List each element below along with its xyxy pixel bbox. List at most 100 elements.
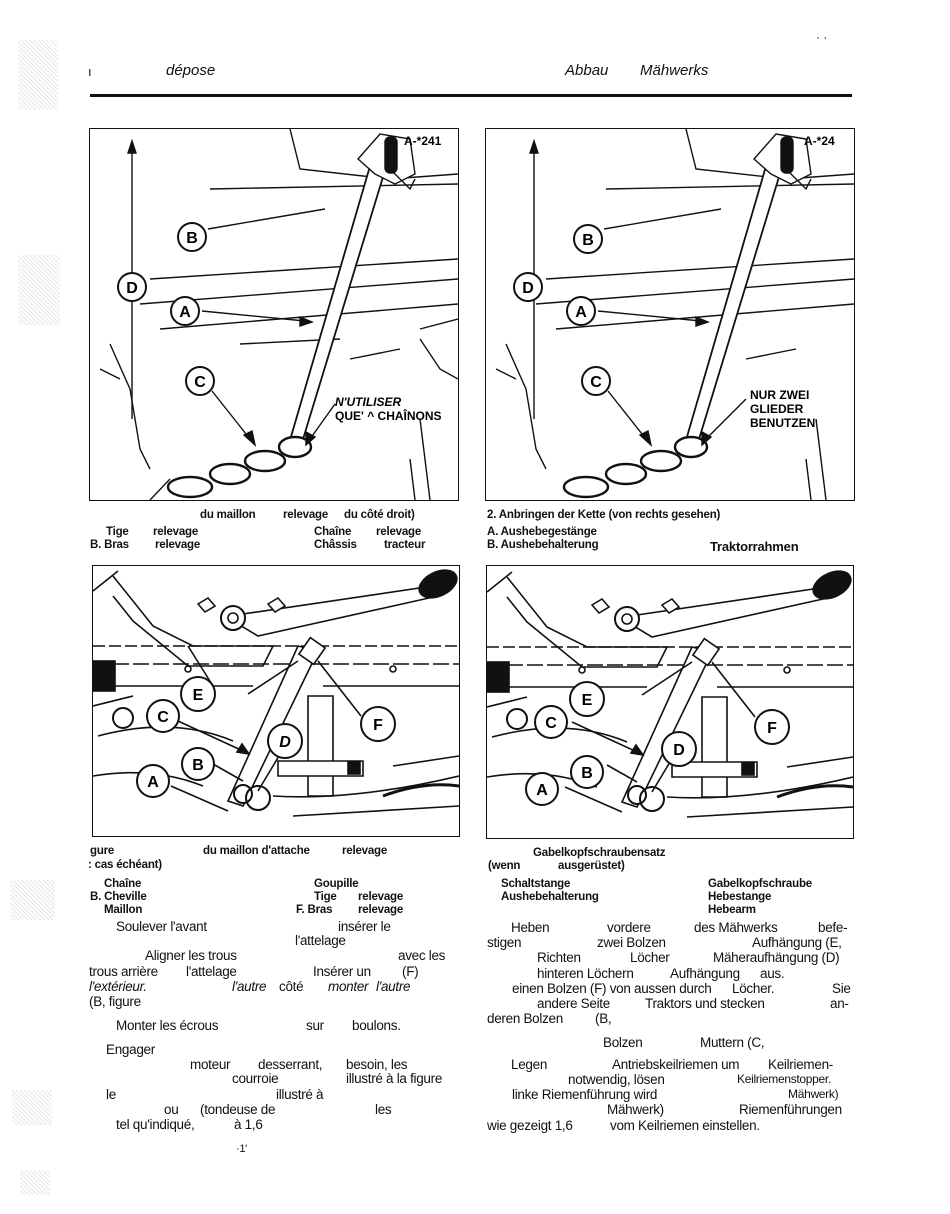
fr-text: à 1,6 [234, 1117, 263, 1132]
de-text: deren Bolzen [487, 1011, 563, 1026]
fr-text: tel qu'indiqué, [116, 1117, 195, 1132]
callout-d: D [126, 280, 138, 297]
de-text: befe- [818, 920, 848, 935]
de-text: zwei Bolzen [597, 935, 666, 950]
caption2-fr-t1: gure [90, 845, 115, 857]
header-rule [90, 94, 852, 97]
caption1-de-row2-right: Traktorrahmen [710, 539, 799, 554]
caption2-fr-l3r1: F. Bras [296, 904, 333, 916]
figure-clevis-fr: E F C D B A [92, 565, 460, 837]
de-text: Aufhängung [670, 966, 740, 981]
caption2-fr-t2: du maillon d'attache [203, 845, 310, 857]
caption2-fr-t4: : cas échéant) [88, 859, 162, 871]
caption1-de-title: 2. Anbringen der Kette (von rechts geseh… [487, 509, 721, 521]
note-line-2: GLIEDER [750, 402, 804, 416]
scan-artifact [20, 1170, 50, 1195]
caption1-fr-row2-d: tracteur [384, 539, 426, 551]
chain-illustration: B D A C A-*24 NUR ZWEI GLIEDER BENUTZEN [495, 129, 854, 500]
fr-text: sur [306, 1018, 324, 1033]
caption2-de-t1: Gabelkopfschraubensatz [533, 847, 666, 859]
fr-text: Insérer un [313, 964, 371, 979]
de-text: (B, [595, 1011, 612, 1026]
scan-artifact [12, 1090, 52, 1125]
note-line-1: N'UTILISER [335, 395, 402, 409]
callout-a: A [536, 782, 548, 799]
caption2-fr-l3r2: relevage [358, 904, 404, 916]
de-text: Keilriemenstopper. [737, 1072, 831, 1086]
fr-text: insérer le [338, 919, 391, 934]
callout-c: C [157, 709, 169, 726]
figure-chain-de: B D A C A-*24 NUR ZWEI GLIEDER BENUTZEN [485, 128, 855, 501]
chain-illustration: B D A C A-*241 N'UTILISER QUE' ^ CHAÎNON… [99, 129, 458, 500]
fr-text: côté [279, 979, 304, 994]
de-text: des Mähwerks [694, 920, 778, 935]
de-text: hinteren Löchern [537, 966, 634, 981]
de-text: Riemenführungen [739, 1102, 842, 1117]
caption2-fr-l2: B. Cheville [90, 891, 147, 903]
callout-d: D [673, 742, 685, 759]
de-text: linke Riemenführung wird [512, 1087, 658, 1102]
callout-e: E [582, 692, 593, 709]
fr-text: Soulever l'avant [116, 919, 207, 934]
de-text: wie gezeigt 1,6 [487, 1118, 573, 1133]
de-text: Löcher. [732, 981, 775, 996]
callout-c: C [590, 374, 602, 391]
left-tick: ı [88, 64, 92, 79]
de-text: vordere [607, 920, 651, 935]
caption2-fr-t3: relevage [342, 845, 388, 857]
fr-text: (F) [402, 964, 419, 979]
de-text: an- [830, 996, 849, 1011]
de-text: Heben [511, 920, 550, 935]
fr-text: Aligner les trous [145, 948, 237, 963]
caption2-fr-l3: Maillon [104, 904, 143, 916]
note-line-3: BENUTZEN [750, 416, 815, 430]
caption2-de-l1: Schaltstange [501, 878, 571, 890]
part-tag: A-*24 [804, 134, 835, 148]
fr-text: Engager [106, 1042, 155, 1057]
de-text: Keilriemen- [768, 1057, 833, 1072]
fr-text: illustré à [276, 1087, 324, 1102]
de-text: Richten [537, 950, 581, 965]
callout-b: B [581, 765, 593, 782]
de-text: Bolzen [603, 1035, 643, 1050]
fr-text: courroie [232, 1071, 279, 1086]
fr-text: moteur [190, 1057, 231, 1072]
caption2-de-l1r: Gabelkopfschraube [708, 878, 812, 890]
callout-e: E [193, 687, 204, 704]
callout-a: A [147, 774, 159, 791]
caption2-fr-l1: Chaîne [104, 878, 142, 890]
callout-b: B [192, 757, 204, 774]
de-text: stigen [487, 935, 522, 950]
corner-mark: · · [816, 30, 828, 44]
callout-b: B [186, 230, 198, 247]
de-text: Aufhängung (E, [752, 935, 842, 950]
callout-c: C [194, 374, 206, 391]
caption2-de-l3r: Hebearm [708, 904, 756, 916]
fr-text: l'autre [232, 979, 267, 994]
callout-d: D [522, 280, 534, 297]
fr-text: Monter les écrous [116, 1018, 219, 1033]
footer-mark: ·1' [236, 1143, 247, 1155]
fr-text: l'extérieur. [89, 979, 147, 994]
fr-text: boulons. [352, 1018, 401, 1033]
caption1-fr-row2-b: relevage [155, 539, 201, 551]
note-line-2: QUE' ^ CHAÎNONS [335, 408, 442, 423]
de-text: Antriebskeilriemen um [612, 1057, 740, 1072]
de-text: Muttern (C, [700, 1035, 765, 1050]
callout-c: C [545, 715, 557, 732]
de-text: notwendig, lösen [568, 1072, 665, 1087]
de-text: Mähwerk) [788, 1087, 839, 1101]
fr-text: monter [328, 979, 369, 994]
figure-clevis-de: E F C D B A [486, 565, 854, 839]
caption2-fr-l2r1: Tige [314, 891, 337, 903]
caption2-de-t2: (wenn [488, 860, 521, 872]
fr-text: (tondeuse de [200, 1102, 276, 1117]
de-text: Traktors und stecken [645, 996, 765, 1011]
header-right-title-2: Mähwerks [640, 62, 709, 79]
caption2-fr-l2r2: relevage [358, 891, 404, 903]
fr-text: besoin, les [346, 1057, 408, 1072]
part-tag: A-*241 [404, 134, 442, 148]
header-right-title-1: Abbau [565, 62, 609, 79]
callout-a: A [179, 304, 191, 321]
callout-a: A [575, 304, 587, 321]
